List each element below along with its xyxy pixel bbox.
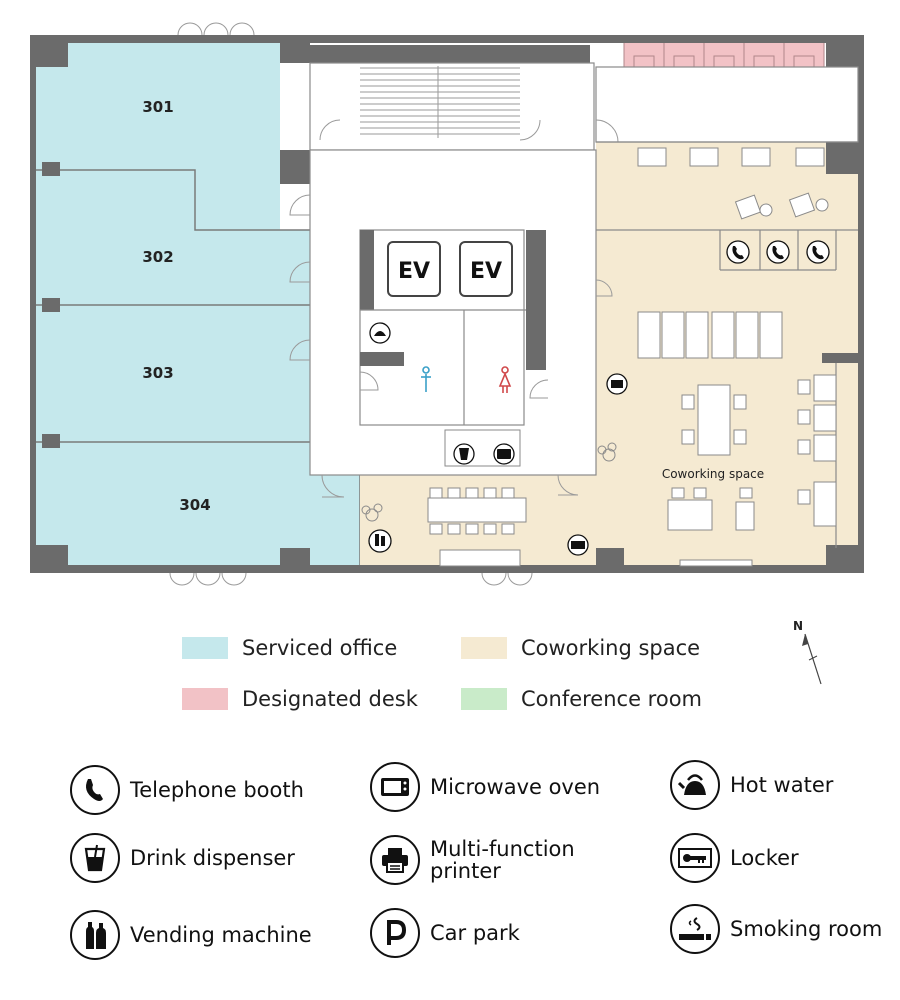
north-arrow-icon: N (793, 619, 822, 685)
facility-telephone-booth: Telephone booth (70, 765, 304, 815)
vending-marker (375, 534, 379, 546)
facility-microwave-oven: Microwave oven (370, 762, 600, 812)
bottles-icon (70, 910, 120, 960)
legend-designated-desk: Designated desk (182, 687, 418, 711)
coworking-area-label: Coworking space (662, 467, 764, 481)
room-303-label: 303 (142, 364, 173, 382)
facility-label: Drink dispenser (130, 846, 295, 870)
phone-booth-marker-3 (812, 246, 824, 260)
facility-multi-function-printer: Multi-function printer (370, 835, 590, 885)
facility-smoking-room: Smoking room (670, 904, 882, 954)
phone-icon (70, 765, 120, 815)
legend-swatch (461, 637, 507, 659)
legend-swatch (461, 688, 507, 710)
male-restroom-icon (421, 366, 431, 392)
legend-label: Designated desk (242, 687, 418, 711)
printer-icon (370, 835, 420, 885)
parking-icon (370, 908, 420, 958)
legend-label: Coworking space (521, 636, 701, 660)
facility-label: Hot water (730, 773, 834, 797)
facility-label: Telephone booth (130, 778, 304, 802)
facility-label: Microwave oven (430, 775, 601, 799)
facility-label: Locker (730, 846, 799, 870)
legend-coworking-space: Coworking space (461, 636, 700, 660)
facility-locker: Locker (670, 833, 799, 883)
female-restroom-icon (498, 366, 512, 393)
key-icon (670, 833, 720, 883)
phone-booth-marker-1 (732, 246, 744, 260)
legend-swatch (182, 688, 228, 710)
legend-swatch (182, 637, 228, 659)
facility-vending-machine: Vending machine (70, 910, 312, 960)
facility-hot-water: Hot water (670, 760, 833, 810)
microwave-marker (497, 449, 511, 459)
facility-label: Vending machine (130, 923, 312, 947)
locker-marker (571, 541, 585, 549)
room-301-label: 301 (142, 98, 173, 116)
room-302-label: 302 (142, 248, 173, 266)
facility-label: Car park (430, 921, 520, 945)
facility-label: Multi-function printer (430, 837, 575, 883)
floor-plan: EV EV (30, 22, 864, 586)
drink-marker (459, 448, 469, 460)
legend-serviced-office: Serviced office (182, 636, 397, 660)
kettle-marker (374, 331, 386, 336)
facility-car-park: Car park (370, 908, 520, 958)
facility-label: Smoking room (730, 917, 883, 941)
legend-label: Serviced office (242, 636, 398, 660)
legend-label: Conference room (521, 687, 703, 711)
kettle-icon (670, 760, 720, 810)
north-label: N (793, 619, 803, 633)
facility-drink-dispenser: Drink dispenser (70, 833, 295, 883)
legend-conference-room: Conference room (461, 687, 702, 711)
elevator-2-label: EV (470, 259, 502, 284)
microwave-icon (370, 762, 420, 812)
printer-marker (611, 380, 623, 388)
cigarette-icon (670, 904, 720, 954)
room-304-label: 304 (179, 496, 210, 514)
serviced-office-area (30, 35, 360, 573)
phone-booth-marker-2 (772, 246, 784, 260)
elevator-1-label: EV (398, 259, 430, 284)
drink-icon (70, 833, 120, 883)
